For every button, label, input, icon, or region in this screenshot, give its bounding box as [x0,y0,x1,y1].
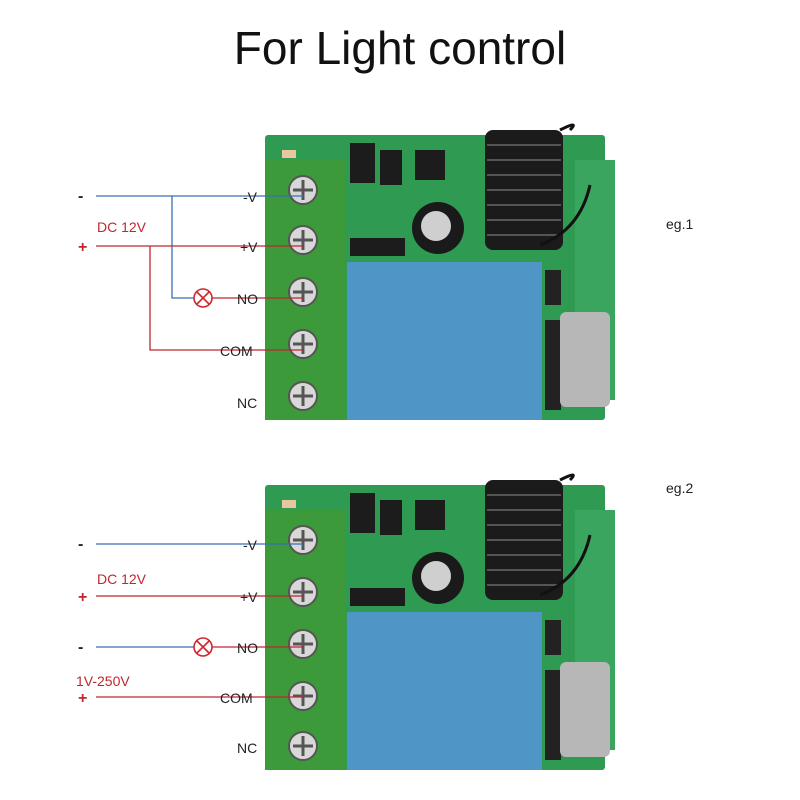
load-minus-sign: - [78,639,83,656]
lamp-load-icon [193,637,213,657]
capacitor-icon [412,202,464,254]
terminal-label-no: NO [237,640,258,656]
coil-antenna-icon [485,123,592,250]
chip [380,500,402,535]
pin-header [545,670,561,760]
crystal-icon [560,312,610,407]
terminal-label-com: COM [220,343,253,359]
chip [350,493,375,533]
example-2: - + DC 12V - + 1V-250V -V +V NO COM NC e… [76,473,693,770]
terminal-label-com: COM [220,690,253,706]
load-plus-sign: + [78,690,87,707]
regulator-chip [415,500,445,530]
pin-header [545,270,561,305]
plus-sign: + [78,239,87,256]
led [282,500,296,508]
supply-label: DC 12V [97,219,147,235]
example-1: - + DC 12V -V +V NO COM NC eg.1 [78,123,693,420]
supply-label: DC 12V [97,571,147,587]
terminal-label-nc: NC [237,740,257,756]
capacitor-icon [412,552,464,604]
relay-block [347,262,542,420]
wires-1 [96,195,303,351]
terminal-label-no: NO [237,291,258,307]
chip [350,588,405,606]
wire-minus-to-no [171,196,194,299]
page-title: For Light control [234,22,566,74]
terminal-label-plus-v: +V [240,239,258,255]
example-tag: eg.1 [666,216,693,232]
relay-board-1 [265,123,615,420]
relay-block [347,612,542,770]
terminal-label-minus-v: -V [243,189,258,205]
led [282,150,296,158]
relay-board-2 [265,473,615,770]
minus-sign: - [78,536,83,553]
pin-header [545,620,561,655]
pin-header [545,320,561,410]
minus-sign: - [78,188,83,205]
lamp-load-icon [193,288,213,308]
regulator-chip [415,150,445,180]
terminal-label-nc: NC [237,395,257,411]
terminal-label-plus-v: +V [240,589,258,605]
coil-antenna-icon [485,473,592,600]
example-tag: eg.2 [666,480,693,496]
wire-plus-to-com [149,246,303,351]
plus-sign: + [78,589,87,606]
chip [380,150,402,185]
load-supply-label: 1V-250V [76,673,130,689]
chip [350,238,405,256]
crystal-icon [560,662,610,757]
terminal-label-minus-v: -V [243,537,258,553]
wires-2 [96,543,303,698]
chip [350,143,375,183]
